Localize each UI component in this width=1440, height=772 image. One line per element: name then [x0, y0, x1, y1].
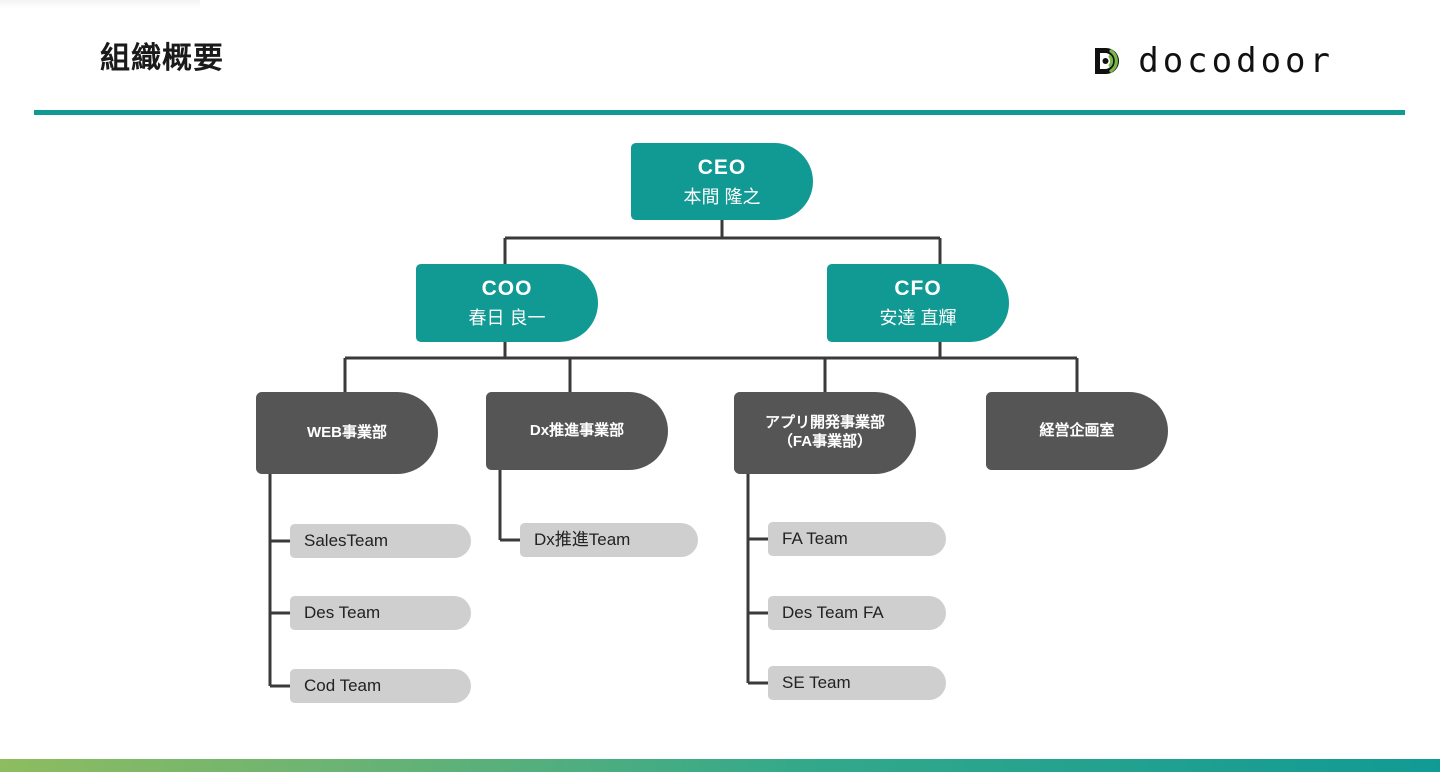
org-node-dept-kikaku[interactable]: 経営企画室	[986, 392, 1168, 470]
org-node-dept-dx-label: Dx推進事業部	[529, 421, 625, 439]
org-node-team-dx-label: Dx推進Team	[534, 530, 631, 550]
org-node-ceo[interactable]: CEO 本間 隆之	[631, 143, 813, 220]
org-node-cfo-role: CFO	[894, 277, 942, 301]
top-shadow-strip	[0, 0, 200, 8]
org-node-cfo[interactable]: CFO 安達 直輝	[827, 264, 1009, 342]
org-node-dept-web-label: WEB事業部	[307, 423, 387, 441]
org-node-team-dx[interactable]: Dx推進Team	[520, 523, 698, 557]
org-node-dept-kikaku-label: 経営企画室	[1039, 421, 1115, 439]
org-node-dept-app-sublabel: （FA事業部）	[777, 433, 873, 450]
org-node-dept-app-label: アプリ開発事業部	[764, 414, 885, 432]
org-node-coo[interactable]: COO 春日 良一	[416, 264, 598, 342]
docodoor-d-mark-icon	[1092, 44, 1126, 78]
org-node-team-des-fa-label: Des Team FA	[782, 603, 884, 623]
org-node-ceo-person: 本間 隆之	[683, 186, 761, 207]
org-node-dept-dx[interactable]: Dx推進事業部	[486, 392, 668, 470]
org-node-team-des-fa[interactable]: Des Team FA	[768, 596, 946, 630]
page-title: 組織概要	[100, 42, 224, 75]
title-divider-rule	[34, 110, 1405, 115]
org-node-dept-web[interactable]: WEB事業部	[256, 392, 438, 474]
footer-gradient-bar	[0, 759, 1440, 772]
brand-logo: docodoor	[1092, 44, 1334, 78]
org-node-team-des[interactable]: Des Team	[290, 596, 471, 630]
org-node-team-fa[interactable]: FA Team	[768, 522, 946, 556]
org-node-dept-app[interactable]: アプリ開発事業部 （FA事業部）	[734, 392, 916, 474]
brand-name: docodoor	[1138, 41, 1334, 81]
org-node-team-des-label: Des Team	[304, 603, 381, 623]
org-node-team-se[interactable]: SE Team	[768, 666, 946, 700]
org-node-coo-person: 春日 良一	[468, 308, 546, 329]
org-node-ceo-role: CEO	[697, 155, 747, 179]
org-node-team-sales[interactable]: SalesTeam	[290, 524, 471, 558]
org-node-team-cod[interactable]: Cod Team	[290, 669, 471, 703]
org-node-team-cod-label: Cod Team	[304, 676, 382, 696]
org-node-team-sales-label: SalesTeam	[304, 531, 389, 551]
org-node-team-fa-label: FA Team	[782, 529, 848, 549]
org-node-cfo-person: 安達 直輝	[879, 308, 957, 329]
org-node-coo-role: COO	[481, 277, 533, 301]
org-node-team-se-label: SE Team	[782, 673, 851, 693]
